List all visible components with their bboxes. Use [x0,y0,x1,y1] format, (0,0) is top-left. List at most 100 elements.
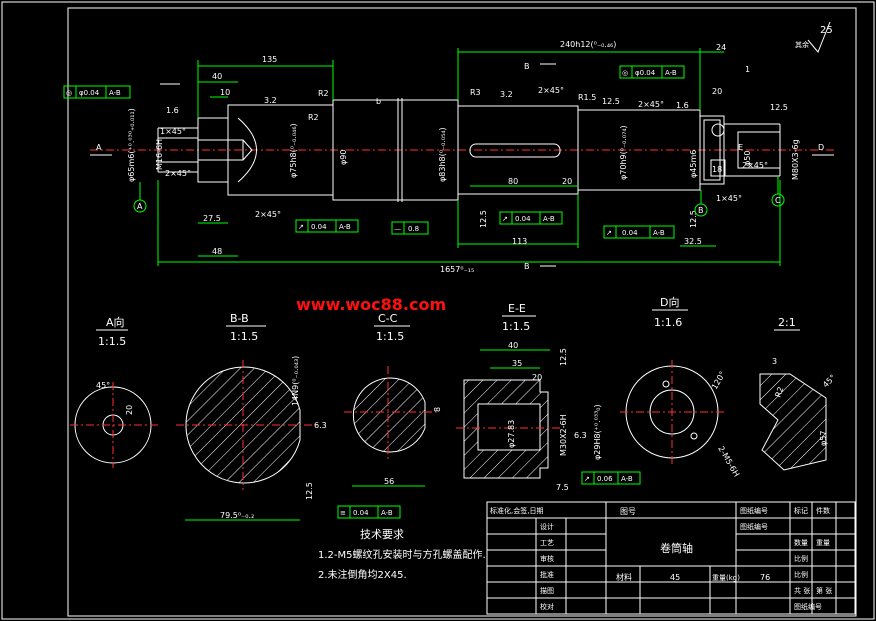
view-bb-dim-14n9: 14N9(⁰₋₀.₀₄₃) [291,356,300,406]
tol-frame-6-val: 0.04 [622,229,638,237]
dim-phi83: φ83h8(⁰₋₀.₀₅₄) [438,127,447,182]
dim-phi75: φ75h8(⁰₋₀.₀₄₆) [289,123,298,178]
section-label-e: E [738,143,743,152]
tb-col-b: 比例 [794,554,808,563]
datum-c-label: C [775,196,781,205]
view-ee-dim-35: 35 [512,359,522,368]
view-a-title: A向 [106,315,125,329]
dim-phi50: φ50 [743,151,752,166]
view-ee-dim-40: 40 [508,341,518,350]
tb-row-approve: 批准 [540,570,554,579]
tol-frame-1-val: φ0.04 [79,89,100,97]
tol-frame-6-sym: ↗ [606,229,612,237]
part-label-1: 1 [745,65,750,74]
tol-frame-4: — 0.8 [391,221,429,235]
tb-material-label: 材料 [616,572,632,582]
tol-frame-5-sym: ↗ [502,215,508,223]
dim-27-5: 27.5 [203,214,221,223]
tol-frame-8-val: 0.06 [597,475,613,483]
view-ee-title: E-E [508,302,526,315]
tol-frame-3: ↗ 0.04 A-B [295,219,359,233]
watermark: www.woc88.com [296,295,446,314]
dim-10: 10 [220,88,230,97]
tol-frame-2: ◎ φ0.04 A-B [619,65,685,79]
tb-row-trace: 描图 [540,586,554,595]
tb-part-name: 卷筒轴 [660,541,693,555]
dim-r2-a: R2 [318,89,329,98]
chamfer-2x45-a: 2×45° [538,86,564,95]
tb-col-a: 数量 [794,538,808,547]
dim-m80: M80X3-6g [791,139,800,180]
dim-1657: 1657⁰₋₁₅ [440,265,474,274]
ra-1-6-a: 1.6 [166,106,179,115]
tb-sheet: 共 张 [794,586,810,595]
tol-frame-6-ref: A-B [653,229,665,237]
view-detail-angle: 45° [821,373,837,389]
view-ee-dim-m30: M30X2-6H [559,414,568,456]
view-bb-scale: 1:1.5 [230,330,258,343]
main-dimensions: 135 40 10 240h12(⁰₋₀.₄₆) 24 1657⁰₋₁₅ 113… [90,40,834,274]
view-cc-scale: 1:1.5 [376,330,404,343]
chamfer-1x45-a: 1×45° [160,127,186,136]
roughness-general-suffix: 其余 [795,40,809,49]
view-a: A向 1:1.5 45° 20 [70,315,158,468]
tb-material: 45 [670,573,680,582]
dim-r1-5: R1.5 [578,93,596,102]
tol-frame-7-ref: A-B [381,509,393,517]
tol-frame-7-val: 0.04 [353,509,369,517]
dim-r3: R3 [470,88,481,97]
tb-stamp: 图纸编号 [794,602,822,611]
view-bb-ra-6-3: 6.3 [314,421,327,430]
view-cc-title: C-C [378,312,398,325]
dim-phi65: φ65m6(⁺⁰.⁰³⁰₊₀.₀₁₁) [127,108,136,182]
chamfer-2x45-d: 2×45° [255,210,281,219]
tb-weight-label: 重量(kg) [712,574,740,582]
roughness-general-value: 25 [820,25,833,36]
tb-figure-no: 图号 [620,507,636,516]
ra-12-5-b: 12.5 [770,103,788,112]
view-detail-r2: R2 [773,386,785,399]
dim-80: 80 [508,177,518,186]
tb-col-c: 重量 [816,539,830,547]
tb-sheet-2: 第 张 [816,586,832,595]
label-b: b [376,97,381,106]
view-ee-scale: 1:1.5 [502,320,530,333]
main-shaft-view [90,98,835,202]
tol-frame-2-ref: A-B [665,69,677,77]
tol-frame-1-ref: A-B [109,89,121,97]
dim-40: 40 [212,72,222,81]
view-cc-dim-56: 56 [384,477,394,486]
tol-frame-8-sym: ↗ [584,475,590,483]
tol-frame-5-ref: A-B [543,215,555,223]
tol-frame-4-sym: — [394,225,401,233]
ra-12-5-a: 12.5 [602,97,620,106]
datum-b-label: B [698,206,704,215]
tb-row-check: 审核 [540,554,554,563]
dim-m16: M16-6H [155,139,164,170]
view-cc: C-C 1:1.5 56 8 [344,312,442,487]
dim-phi90: φ90 [339,150,348,165]
dim-32-5: 32.5 [684,237,702,246]
tech-line-2: 2.未注倒角均2X45. [318,568,407,581]
view-ee-ra-6-3: 6.3 [574,431,587,440]
view-detail-title: 2:1 [778,316,796,329]
view-a-scale: 1:1.5 [98,335,126,348]
ra-3-2-a: 3.2 [264,96,277,105]
tech-line-1: 1.2-M5螺纹孔安装时与方孔螺盖配作. [318,548,486,561]
tol-frame-7-sym: ≡ [340,509,346,517]
dim-phi45: φ45m6 [689,150,698,178]
view-d-title: D向 [660,295,679,309]
view-bb-title: B-B [230,312,249,325]
tol-frame-4-val: 0.8 [408,225,419,233]
tb-company-2: 图纸编号 [740,522,768,531]
view-cc-dim-8: 8 [433,407,442,412]
datum-a: A [133,182,147,213]
tb-seal: 标记 [794,506,808,515]
tol-frame-2-val: φ0.04 [635,69,656,77]
view-d-angle: 120° [710,370,727,391]
view-detail-phi57: φ57 [819,431,828,446]
tol-frame-2-sym: ◎ [622,69,628,77]
tol-frame-1: ◎ φ0.04 A-B [63,85,131,99]
